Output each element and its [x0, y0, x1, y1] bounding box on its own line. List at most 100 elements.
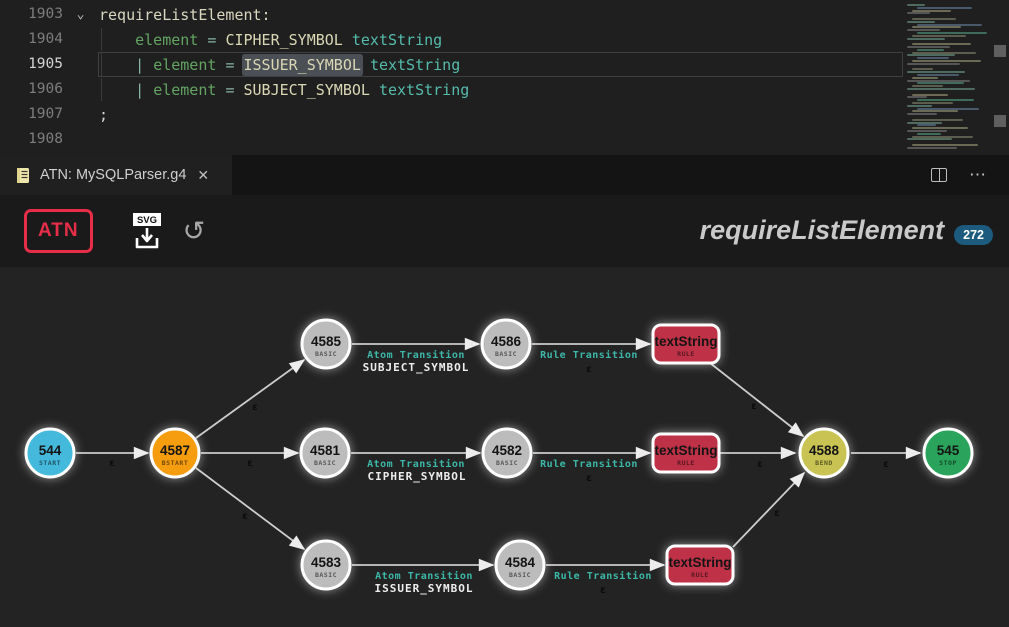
- minimap-line: [907, 29, 940, 32]
- code-line[interactable]: 1907;: [0, 102, 1009, 127]
- more-actions-icon[interactable]: ⋯: [969, 165, 987, 184]
- split-editor-icon[interactable]: [931, 168, 947, 182]
- state-id-label: 4581: [310, 443, 341, 458]
- minimap-line: [917, 48, 944, 51]
- transition-edge: [195, 359, 306, 439]
- code-text[interactable]: element = CIPHER_SYMBOL textString: [135, 31, 443, 49]
- minimap-line: [917, 99, 974, 102]
- code-text[interactable]: | element = SUBJECT_SYMBOL textString: [135, 81, 470, 99]
- minimap[interactable]: [903, 0, 987, 155]
- fold-column: [63, 127, 98, 152]
- minimap-line: [912, 127, 968, 130]
- minimap-line: [907, 46, 950, 48]
- minimap-line: [907, 20, 935, 23]
- edge-label-eps: ε: [586, 473, 592, 484]
- minimap-line: [917, 74, 959, 76]
- fold-chevron-icon[interactable]: ⌄: [76, 7, 85, 22]
- code-lines: 1903 ⌄ requireListElement: 1904 element = C…: [0, 2, 1009, 152]
- rule-index-badge: 272: [954, 224, 993, 245]
- minimap-line: [917, 132, 941, 135]
- line-number: 1906: [28, 81, 63, 97]
- edge-label-sym: ISSUER_SYMBOL: [374, 582, 473, 595]
- minimap-line: [912, 68, 933, 71]
- state-id-label: 4585: [311, 334, 342, 349]
- state-type-label: BASIC: [495, 350, 517, 358]
- state-id-label: 4582: [492, 443, 522, 458]
- edge-label-eps: ε: [757, 459, 763, 470]
- line-number: 1904: [28, 31, 63, 47]
- rule-title: requireListElement: [699, 215, 945, 246]
- code-line[interactable]: 1906 | element = SUBJECT_SYMBOL textStri…: [0, 77, 1009, 102]
- minimap-line: [917, 82, 964, 85]
- minimap-line: [912, 144, 978, 146]
- edge-label-eps: ε: [109, 458, 115, 469]
- line-number: 1908: [28, 131, 63, 147]
- edge-label-trans: Rule Transition: [540, 458, 638, 470]
- panel-tab-bar: ATN: MySQLParser.g4 ✕ ⋯: [0, 155, 1009, 195]
- code-editor[interactable]: 1903 ⌄ requireListElement: 1904 element = C…: [0, 0, 1009, 155]
- tab-atn-mysqlparser[interactable]: ATN: MySQLParser.g4 ✕: [0, 155, 232, 195]
- indent-guide: [101, 28, 102, 51]
- minimap-line: [912, 102, 953, 104]
- state-id-label: textString: [654, 334, 717, 349]
- minimap-line: [907, 121, 942, 124]
- minimap-line: [907, 96, 927, 99]
- minimap-line: [912, 135, 973, 138]
- code-line[interactable]: 1908: [0, 127, 1009, 152]
- line-number: 1903: [28, 6, 63, 22]
- minimap-line: [912, 51, 976, 54]
- code-line[interactable]: 1905 | element = ISSUER_SYMBOL textStrin…: [0, 52, 1009, 77]
- state-type-label: START: [39, 459, 61, 467]
- minimap-line: [907, 12, 930, 15]
- state-type-label: BASIC: [314, 459, 336, 467]
- state-type-label: BASIC: [496, 459, 518, 467]
- edge-label-trans: Atom Transition: [367, 458, 465, 470]
- transition-edge: [195, 467, 306, 550]
- line-number: 1905: [28, 56, 63, 72]
- state-type-label: BSTART: [162, 459, 188, 467]
- minimap-line: [907, 138, 952, 141]
- minimap-line: [912, 85, 943, 88]
- minimap-line: [907, 62, 960, 65]
- code-line[interactable]: 1903 ⌄ requireListElement:: [0, 2, 1009, 27]
- minimap-line: [907, 113, 937, 116]
- state-type-label: BASIC: [509, 571, 531, 579]
- code-text[interactable]: | element = ISSUER_SYMBOL textString: [135, 56, 461, 74]
- code-line[interactable]: 1904 element = CIPHER_SYMBOL textString: [0, 27, 1009, 52]
- export-svg-button[interactable]: SVG: [131, 212, 163, 250]
- refresh-icon[interactable]: ↺: [182, 215, 206, 246]
- minimap-line: [907, 104, 932, 107]
- atn-logo: ATN: [24, 209, 93, 253]
- edge-label-trans: Rule Transition: [554, 570, 652, 582]
- state-id-label: 544: [39, 443, 62, 458]
- edge-label-sym: CIPHER_SYMBOL: [367, 470, 466, 483]
- code-text[interactable]: ;: [99, 106, 109, 124]
- state-id-label: 4587: [160, 443, 190, 458]
- edge-label-eps: ε: [883, 459, 889, 470]
- edge-label-eps: ε: [751, 401, 757, 412]
- export-svg-label: SVG: [137, 215, 157, 226]
- tab-close-icon[interactable]: ✕: [197, 166, 210, 183]
- grammar-file-icon: [17, 167, 29, 183]
- minimap-line: [912, 118, 963, 121]
- edge-label-trans: Rule Transition: [540, 349, 638, 361]
- indent-guide: [101, 53, 102, 76]
- code-text[interactable]: requireListElement:: [99, 6, 271, 24]
- state-type-label: RULE: [677, 350, 695, 358]
- minimap-line: [907, 130, 947, 132]
- line-number: 1907: [28, 106, 63, 122]
- edge-label-eps: ε: [252, 402, 258, 413]
